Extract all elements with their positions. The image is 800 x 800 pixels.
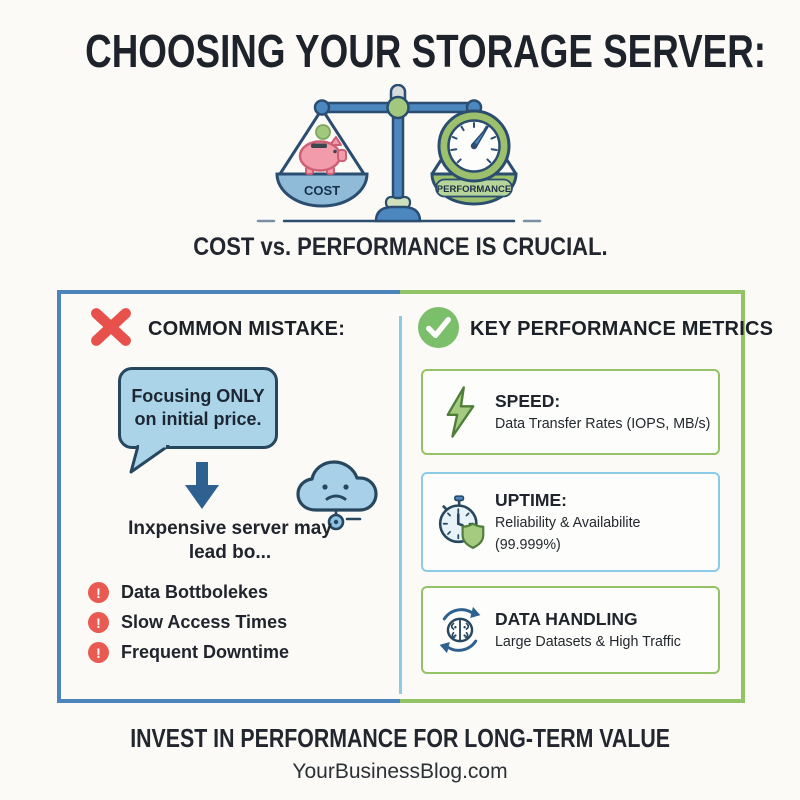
x-mark-icon — [91, 308, 131, 346]
speech-bubble: Focusing ONLY on initial price. — [118, 367, 278, 449]
card-desc: (99.999%) — [495, 535, 561, 553]
card-desc: Reliability & Availabilite — [495, 514, 641, 531]
subtitle-text: COST vs. PERFORMANCE IS CRUCIAL. — [192, 233, 608, 261]
footer-headline: INVEST IN PERFORMANCE FOR LONG-TERM VALU… — [0, 723, 800, 754]
exclamation-icon: ! — [88, 612, 109, 633]
subtitle: COST vs. PERFORMANCE IS CRUCIAL. — [0, 233, 800, 262]
cost-label: COST — [304, 183, 340, 198]
left-panel-border — [57, 290, 400, 703]
list-item: ! Data Bottbolekes — [88, 581, 289, 604]
performance-label: PERFORMANCE — [437, 184, 511, 195]
card-desc: Large Datasets & High Traffic — [495, 632, 681, 650]
left-panel-header: COMMON MISTAKE: — [148, 318, 346, 340]
metric-card-speed: SPEED: Data Transfer Rates (IOPS, MB/s) — [421, 369, 720, 455]
speedometer-icon — [437, 109, 511, 183]
checkmark-icon — [417, 306, 460, 349]
speech-bubble-tail — [129, 445, 170, 474]
sad-cloud-icon — [296, 460, 378, 531]
card-title: UPTIME: — [495, 490, 567, 510]
down-arrow-icon — [185, 462, 219, 509]
card-title: SPEED: — [495, 390, 561, 411]
consequence-line-1: Inxpensive server may — [128, 518, 332, 539]
right-panel-border — [400, 290, 745, 703]
performance-pan: PERFORMANCE — [430, 172, 518, 206]
piggy-bank-icon — [298, 124, 347, 175]
bullet-label: Frequent Downtime — [121, 642, 290, 662]
right-panel-header: KEY PERFORMANCE METRICS — [470, 318, 774, 340]
list-item: ! Slow Access Times — [88, 611, 289, 634]
stopwatch-shield-icon — [435, 491, 485, 553]
bubble-line-1: Focusing ONLY — [131, 385, 265, 406]
metric-card-uptime: UPTIME: Reliability & Availabilite (99.9… — [421, 472, 720, 572]
list-item: ! Frequent Downtime — [88, 641, 289, 664]
balance-scale-illustration: COST PERFORMANCE — [256, 84, 542, 223]
panel-divider — [399, 316, 402, 694]
exclamation-icon: ! — [88, 642, 109, 663]
bubble-line-2: on initial price. — [134, 409, 262, 429]
footer-site: YourBusinessBlog.com — [292, 760, 508, 783]
lightning-icon — [435, 386, 485, 438]
consequence-line-2: lead bo... — [188, 542, 272, 564]
page-title: CHOOSING YOUR STORAGE SERVER: — [0, 26, 800, 77]
consequence-text: Inxpensive server may lead bo... — [75, 517, 385, 565]
bullet-label: Data Bottbolekes — [121, 582, 269, 602]
page-title-text: CHOOSING YOUR STORAGE SERVER: — [85, 25, 767, 77]
bullet-label: Slow Access Times — [121, 612, 288, 632]
brain-sync-icon — [435, 604, 485, 656]
cost-pan: COST — [275, 172, 369, 208]
exclamation-icon: ! — [88, 582, 109, 603]
card-desc: Data Transfer Rates (IOPS, MB/s) — [495, 414, 711, 432]
metric-card-data-handling: DATA HANDLING Large Datasets & High Traf… — [421, 586, 720, 674]
card-title: DATA HANDLING — [495, 608, 638, 629]
footer-headline-text: INVEST IN PERFORMANCE FOR LONG-TERM VALU… — [130, 723, 670, 753]
mistake-bullet-list: ! Data Bottbolekes ! Slow Access Times !… — [88, 581, 289, 664]
